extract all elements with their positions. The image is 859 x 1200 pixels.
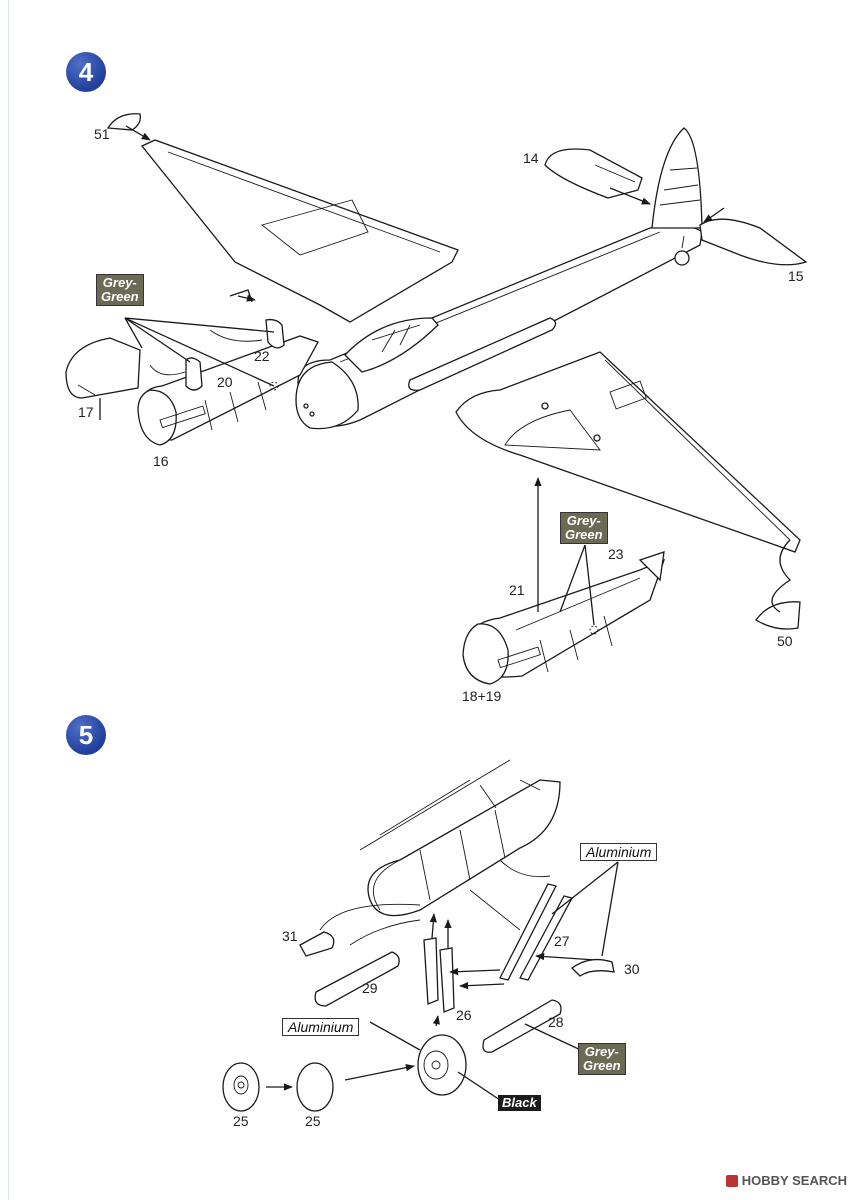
page-edge [8,0,9,1200]
part-14 [544,148,643,199]
label-part-28: 28 [548,1014,564,1030]
part-31 [299,931,335,957]
label-part-27: 27 [554,933,570,949]
label-part-22: 22 [254,348,270,364]
label-part-17: 17 [78,404,94,420]
step4-aircraft [140,127,801,553]
label-part-31: 31 [282,928,298,944]
label-part-16: 16 [153,453,169,469]
label-part-25-b: 25 [305,1113,321,1129]
label-part-14: 14 [523,150,539,166]
step-5-badge: 5 [66,715,106,755]
part-51 [106,113,141,131]
watermark-text: HOBBY SEARCH [741,1173,847,1188]
label-part-15: 15 [788,268,804,284]
part-25-b [296,1062,334,1112]
part-30 [571,958,615,977]
part-25-a [222,1062,260,1112]
label-part-51: 51 [94,126,110,142]
part-28 [482,999,562,1053]
label-part-21: 21 [509,582,525,598]
main-wheel [417,1034,467,1096]
right-nacelle [462,551,666,685]
label-part-29: 29 [362,980,378,996]
label-part-30: 30 [624,961,640,977]
label-part-26: 26 [456,1007,472,1023]
part-27 [499,883,557,981]
label-part-20: 20 [217,374,233,390]
paint-grey-green-3: Grey- Green [578,1043,626,1075]
hobby-search-logo-icon [725,1174,738,1187]
watermark: HOBBY SEARCH [725,1173,847,1188]
part-15 [699,218,808,266]
label-part-23: 23 [608,546,624,562]
step5-nacelle [359,759,561,931]
paint-grey-green-2: Grey- Green [560,512,608,544]
paint-grey-green-1: Grey- Green [96,274,144,306]
label-part-18-19: 18+19 [462,688,502,704]
part-29 [314,951,400,1007]
paint-aluminium-1: Aluminium [580,843,658,861]
paint-black: Black [498,1095,541,1111]
part-50 [755,601,801,630]
label-part-50: 50 [777,633,793,649]
step-4-badge: 4 [66,52,106,92]
label-part-25-a: 25 [233,1113,249,1129]
left-nacelle [65,289,319,446]
part-26 [423,937,439,1005]
paint-aluminium-2: Aluminium [282,1018,360,1036]
